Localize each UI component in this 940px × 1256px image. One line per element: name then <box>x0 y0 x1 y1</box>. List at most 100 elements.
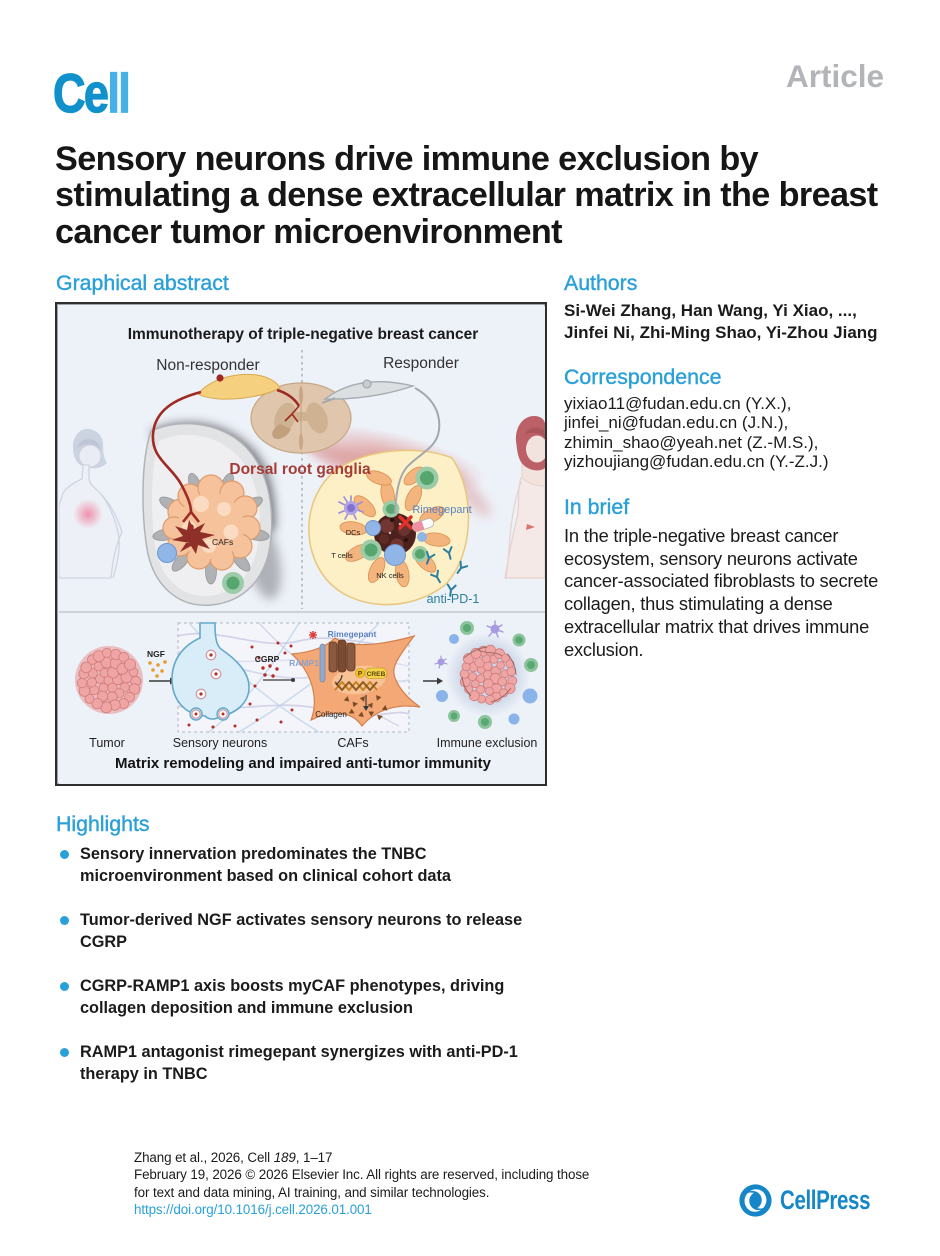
excluded-dc-1 <box>485 619 504 638</box>
in-brief-line-5: extracellular matrix that drives immune <box>564 615 870 637</box>
email-line-3: zhimin_shao@yeah.net (Z.-M.S.), <box>564 432 819 452</box>
blue-t-cell-left <box>156 542 177 563</box>
arrow-caf-to-exclusion <box>422 677 443 685</box>
creb-oval <box>364 667 387 679</box>
caf-cell-shape <box>171 519 215 554</box>
arrow-dna-collagen <box>362 694 369 711</box>
red-x-mark <box>397 514 413 530</box>
rimegepant-label-bottom: Rimegepant <box>327 629 376 639</box>
highlight-2-line-2: CGRP <box>80 933 128 952</box>
sensory-neuron-terminal <box>170 621 250 721</box>
footer-citation-block: Zhang et al., 2026, Cell 189, 1–17 Febru… <box>134 1149 589 1218</box>
highlight-2-line-1: Tumor-derived NGF activates sensory neur… <box>80 911 523 929</box>
bullet-dot <box>60 850 69 859</box>
clr-receptor <box>328 639 355 672</box>
email-line-1: yixiao11@fudan.edu.cn (Y.X.), <box>564 394 792 413</box>
bottom-tumor <box>74 645 143 714</box>
graphical-abstract-heading: Graphical abstract <box>56 271 229 295</box>
logo-text-ce: Ce <box>52 62 109 124</box>
non-responder-breast: CAFs <box>141 422 281 606</box>
left-woman-silhouette <box>58 428 123 579</box>
in-brief-line-1: In the triple-negative breast cancer <box>564 525 839 546</box>
highlights-heading: Highlights <box>56 812 150 836</box>
authors-list: Si-Wei Zhang, Han Wang, Yi Xiao, ..., Ji… <box>564 300 878 344</box>
paper-title: Sensory neurons drive immune exclusion b… <box>55 141 925 250</box>
excluded-immune-cells <box>434 619 538 729</box>
highlight-3-line-2: collagen deposition and immune exclusion <box>80 999 413 1018</box>
green-nk-cell-left <box>221 571 244 594</box>
authors-line-1: Si-Wei Zhang, Han Wang, Yi Xiao, ..., <box>564 301 857 320</box>
cgrp-label: CGRP <box>254 654 279 664</box>
bullet-dot <box>60 1048 69 1057</box>
collagen-triangles <box>343 694 388 720</box>
correspondence-heading: Correspondence <box>564 365 722 389</box>
title-line-3: cancer tumor microenvironment <box>55 212 563 251</box>
highlight-1-line-2: microenvironment based on clinical cohor… <box>80 867 451 886</box>
in-brief-line-2: ecosystem, sensory neurons activate <box>564 547 858 569</box>
responder-immune-cells <box>337 466 439 566</box>
email-line-2: jinfei_ni@fudan.edu.cn (J.N.), <box>564 413 789 433</box>
ngf-dots <box>147 659 167 678</box>
p-label: P <box>357 670 362 677</box>
cafs-label-left: CAFs <box>212 537 233 547</box>
highlight-3-line-1: CGRP-RAMP1 axis boosts myCAF phenotypes,… <box>80 977 505 995</box>
vesicles <box>190 649 228 719</box>
tumor-label: Tumor <box>89 736 125 750</box>
cellpress-icon <box>739 1184 772 1217</box>
highlight-4-line-1: RAMP1 antagonist rimegepant synergizes w… <box>80 1043 518 1061</box>
cell-journal-logo: Cell <box>52 65 131 121</box>
correspondence-emails: yixiao11@fudan.edu.cn (Y.X.), jinfei_ni@… <box>564 394 829 471</box>
authors-line-2: Jinfei Ni, Zhi-Ming Shao, Yi-Zhou Jiang <box>564 323 878 342</box>
title-line-2: stimulating a dense extracellular matrix… <box>55 176 878 215</box>
email-line-4: yizhoujiang@fudan.edu.cn (Y.-Z.J.) <box>564 451 829 471</box>
arrow-receptor-dna <box>335 674 343 686</box>
phospho-circle <box>354 667 365 678</box>
right-woman-silhouette <box>503 415 545 579</box>
in-brief-text: In the triple-negative breast cancer eco… <box>564 525 878 661</box>
ramp1-protein <box>319 643 325 682</box>
highlight-item-3: CGRP-RAMP1 axis boosts myCAF phenotypes,… <box>60 975 560 1020</box>
in-brief-line-4: collagen, thus stimulating a dense <box>564 593 833 615</box>
citation-line: Zhang et al., 2026, Cell 189, 1–17 <box>134 1149 589 1166</box>
nk-cells-label: NK cells <box>376 571 404 580</box>
ecm-box: CGRP RAMP1 <box>170 621 420 733</box>
highlight-item-4: RAMP1 antagonist rimegepant synergizes w… <box>60 1041 560 1086</box>
ramp1-label: RAMP1 <box>289 658 319 668</box>
cellpress-logo: CellPress <box>737 1182 899 1219</box>
responder-breast: DCs T cells NK cells Rimegepant <box>290 423 491 606</box>
dna-helix <box>333 680 378 691</box>
highlight-1-line-1: Sensory innervation predominates the TNB… <box>80 845 427 863</box>
bullet-dot <box>60 982 69 991</box>
responder-nerve <box>321 379 440 514</box>
collagen-label: Collagen <box>315 710 347 719</box>
dendritic-cell <box>337 494 364 520</box>
highlight-item-1: Sensory innervation predominates the TNB… <box>60 843 560 888</box>
highlight-4-line-2: therapy in TNBC <box>80 1065 208 1084</box>
nociceptor-nerve <box>151 373 300 530</box>
rimegepant-label-top: Rimegepant <box>412 504 471 516</box>
drug-capsule <box>411 517 434 532</box>
immune-exclusion <box>434 619 538 729</box>
immune-exclusion-label: Immune exclusion <box>436 736 537 750</box>
abstract-top-title: Immunotherapy of triple-negative breast … <box>127 326 478 343</box>
citation-volume: 189 <box>273 1150 296 1165</box>
in-brief-line-6: exclusion. <box>564 638 644 660</box>
citation-pre: Zhang et al., 2026, Cell <box>134 1150 274 1165</box>
sensory-neurons-label: Sensory neurons <box>172 736 267 750</box>
exclusion-collagen-rim <box>461 646 517 703</box>
article-type-label: Article <box>785 58 884 94</box>
in-brief-line-3: cancer-associated fibroblasts to secrete <box>564 570 879 592</box>
title-line-1: Sensory neurons drive immune exclusion b… <box>55 140 759 178</box>
cgrp-dots <box>187 641 294 729</box>
authors-heading: Authors <box>564 271 638 295</box>
graphical-abstract-figure: Immunotherapy of triple-negative breast … <box>58 305 545 784</box>
cafs-bottom-label: CAFs <box>337 736 368 750</box>
in-brief-heading: In brief <box>564 495 630 519</box>
ngf-label: NGF <box>147 649 165 659</box>
doi-link[interactable]: https://doi.org/10.1016/j.cell.2026.01.0… <box>134 1201 372 1217</box>
anti-pd1-label: anti-PD-1 <box>426 592 479 606</box>
anti-pd1-antibodies <box>425 545 468 597</box>
rimegepant-dot <box>308 630 317 639</box>
creb-label: CREB <box>366 670 385 677</box>
